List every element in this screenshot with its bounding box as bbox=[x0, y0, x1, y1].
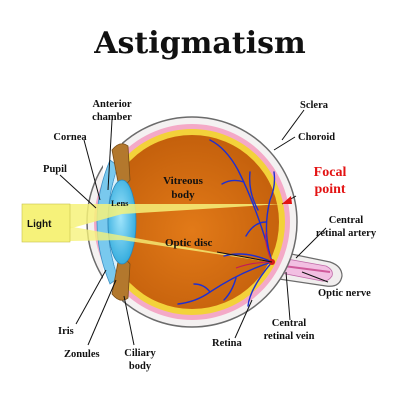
lens bbox=[107, 179, 137, 265]
label-retina: Retina bbox=[212, 338, 242, 349]
label-anterior-chamber-line1: Anterior bbox=[92, 99, 131, 110]
leader-lines bbox=[59, 109, 329, 346]
light-beam-upper bbox=[22, 204, 282, 242]
label-choroid: Choroid bbox=[298, 132, 335, 143]
label-lens: Lens bbox=[111, 198, 129, 208]
label-optic-nerve: Optic nerve bbox=[318, 288, 371, 299]
label-central-retinal-vein-line2: retinal vein bbox=[264, 331, 315, 342]
label-central-retinal-artery-line2: retinal artery bbox=[316, 228, 377, 239]
focal-point-arrowhead bbox=[282, 196, 292, 204]
label-central-retinal-artery-line1: Central bbox=[329, 215, 363, 226]
label-iris: Iris bbox=[58, 326, 74, 337]
page-title: Astigmatism bbox=[93, 26, 306, 61]
label-focal-point-line1: Focal bbox=[314, 165, 347, 180]
label-optic-disc: Optic disc bbox=[165, 237, 212, 249]
label-focal-point-line2: point bbox=[314, 182, 345, 197]
light-beam-source bbox=[21, 203, 71, 243]
cornea bbox=[96, 159, 119, 285]
label-ciliary-body-line1: Ciliary bbox=[124, 348, 156, 359]
label-vitreous-body-line1: Vitreous bbox=[163, 175, 203, 187]
light-beam-lower bbox=[22, 218, 270, 262]
label-zonules: Zonules bbox=[64, 349, 100, 360]
retinal-vessels bbox=[177, 139, 276, 307]
label-pupil: Pupil bbox=[43, 164, 67, 175]
label-anterior-chamber-line2: chamber bbox=[92, 112, 132, 123]
vitreous-body bbox=[105, 135, 279, 309]
label-light: Light bbox=[27, 219, 52, 230]
retinal-vessels-red bbox=[235, 231, 273, 269]
label-ciliary-body-line2: body bbox=[129, 361, 152, 372]
label-sclera: Sclera bbox=[300, 100, 329, 111]
label-vitreous-body-line2: body bbox=[171, 189, 195, 201]
label-central-retinal-vein-line1: Central bbox=[272, 318, 306, 329]
label-cornea: Cornea bbox=[53, 132, 87, 143]
